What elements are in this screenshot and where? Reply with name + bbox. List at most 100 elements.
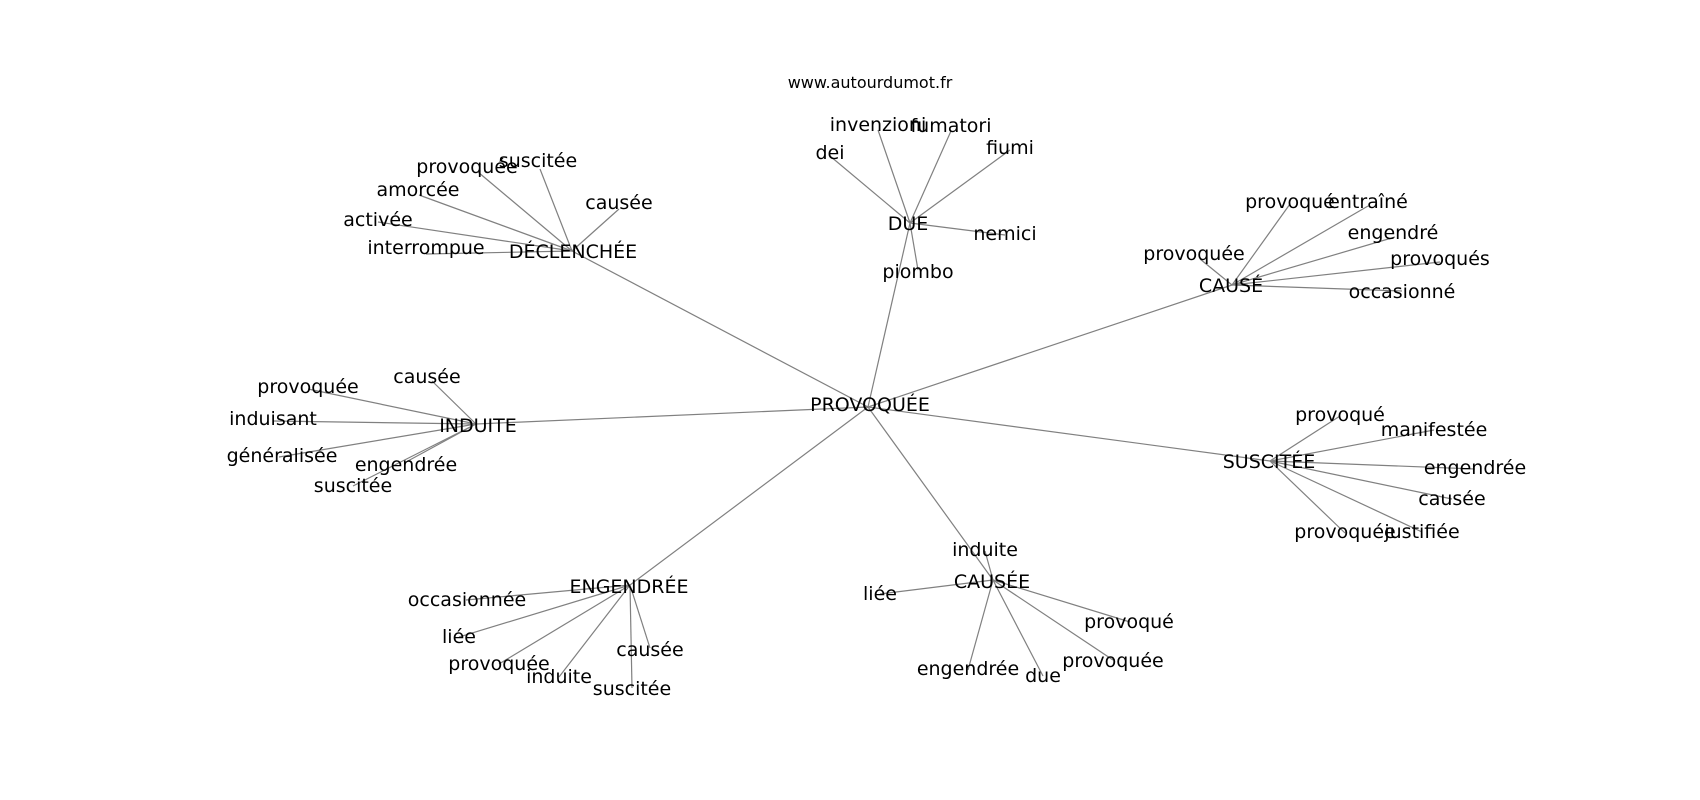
edge-causee-leaf-4 [967, 579, 994, 671]
edge-due-leaf-5 [909, 222, 919, 271]
graph-edges [272, 129, 1476, 689]
leaf-node-suscitee-5: justifiée [1383, 521, 1459, 543]
leaf-node-causee-0: induite [952, 539, 1018, 561]
leaf-node-induite-2: induisant [229, 408, 317, 430]
watermark-url: www.autourdumot.fr [788, 73, 953, 92]
edge-center-suscitee [867, 406, 1271, 462]
edge-declenchee-leaf-0 [477, 171, 573, 252]
edge-suscitee-leaf-2 [1269, 460, 1476, 470]
leaf-node-declenchee-5: interrompue [367, 237, 484, 259]
leaf-node-declenchee-1: suscitée [499, 150, 577, 172]
edge-causee-leaf-0 [984, 550, 994, 581]
leaf-node-due-1: fumatori [910, 115, 991, 137]
hub-node-causee: CAUSÉE [954, 570, 1030, 593]
edge-causee-leaf-1 [879, 579, 994, 595]
leaf-node-cause-3: provoquée [1143, 243, 1244, 265]
edge-center-induite [475, 406, 869, 425]
leaf-node-cause-2: engendré [1348, 222, 1439, 244]
hub-node-suscitee: SUSCITÉE [1223, 450, 1316, 473]
leaf-node-declenchee-3: causée [585, 192, 652, 214]
leaf-node-suscitee-0: provoqué [1295, 404, 1385, 426]
hub-node-engendree: ENGENDRÉE [569, 575, 688, 598]
edge-cause-leaf-3 [1199, 258, 1233, 286]
leaf-node-due-3: fiumi [986, 137, 1034, 159]
edge-induite-leaf-3 [278, 423, 477, 458]
edge-cause-leaf-1 [1231, 205, 1369, 286]
leaf-node-engendree-1: liée [442, 626, 476, 648]
edge-center-declenchee [571, 250, 869, 408]
edge-declenchee-leaf-3 [571, 208, 620, 252]
edge-suscitee-leaf-5 [1269, 460, 1423, 533]
leaf-node-cause-5: occasionné [1349, 281, 1456, 303]
leaf-node-suscitee-1: manifestée [1381, 419, 1488, 441]
edge-engendree-leaf-5 [629, 584, 633, 689]
edge-due-leaf-4 [909, 222, 1006, 236]
leaf-node-declenchee-2: amorcée [377, 179, 460, 201]
edge-engendree-leaf-4 [558, 584, 631, 678]
leaf-node-declenchee-0: provoquée [416, 156, 517, 178]
edge-engendree-leaf-0 [465, 584, 631, 601]
leaf-node-induite-3: généralisée [227, 445, 338, 467]
edge-declenchee-leaf-2 [418, 194, 573, 252]
edge-declenchee-leaf-4 [377, 221, 573, 252]
edge-suscitee-leaf-4 [1269, 460, 1346, 534]
edge-center-cause [867, 284, 1233, 408]
edge-declenchee-leaf-5 [425, 250, 573, 255]
edge-induite-leaf-2 [272, 420, 477, 425]
edge-center-due [867, 222, 911, 408]
edge-induite-leaf-5 [352, 423, 477, 487]
leaf-node-causee-5: due [1025, 665, 1061, 687]
edge-cause-leaf-2 [1231, 236, 1396, 286]
edge-suscitee-leaf-3 [1269, 460, 1453, 500]
leaf-node-due-0: invenzioni [830, 114, 927, 136]
leaf-node-causee-3: provoquée [1062, 650, 1163, 672]
leaf-node-engendree-2: provoquée [448, 653, 549, 675]
leaf-node-engendree-5: suscitée [593, 678, 671, 700]
edge-due-leaf-3 [909, 149, 1011, 224]
leaf-node-suscitee-3: causée [1418, 488, 1485, 510]
leaf-node-engendree-3: causée [616, 639, 683, 661]
edge-due-leaf-2 [829, 155, 911, 224]
leaf-node-induite-1: provoquée [257, 376, 358, 398]
leaf-node-suscitee-4: provoquée [1294, 521, 1395, 543]
leaf-node-causee-2: provoqué [1084, 611, 1174, 633]
edge-engendree-leaf-1 [458, 584, 631, 638]
leaf-node-cause-4: provoqués [1390, 248, 1490, 270]
edge-center-causee [867, 406, 994, 581]
center-node-label: PROVOQUÉE [810, 393, 930, 416]
leaf-nodes: provoquéesuscitéeamorcéecauséeactivéeint… [227, 114, 1527, 700]
edge-due-leaf-0 [877, 129, 911, 224]
leaf-node-cause-0: provoqué [1245, 191, 1335, 213]
leaf-node-due-2: dei [815, 142, 844, 164]
edge-declenchee-leaf-1 [539, 168, 573, 252]
edge-causee-leaf-5 [992, 579, 1044, 677]
leaf-node-engendree-4: induite [526, 666, 592, 688]
leaf-node-causee-1: liée [863, 583, 897, 605]
leaf-node-engendree-0: occasionnée [408, 589, 526, 611]
hub-node-due: DUE [888, 213, 929, 235]
hub-node-cause: CAUSÉ [1199, 274, 1263, 297]
edge-suscitee-leaf-0 [1269, 415, 1341, 462]
edge-cause-leaf-5 [1231, 284, 1403, 292]
leaf-node-due-4: nemici [973, 223, 1036, 245]
edge-suscitee-leaf-1 [1269, 429, 1435, 462]
leaf-node-suscitee-2: engendrée [1424, 457, 1526, 479]
leaf-node-induite-5: suscitée [314, 475, 392, 497]
edge-engendree-leaf-2 [498, 584, 631, 665]
edge-induite-leaf-1 [307, 388, 477, 425]
leaf-node-induite-4: engendrée [355, 454, 457, 476]
edge-engendree-leaf-3 [629, 584, 651, 649]
edge-causee-leaf-2 [992, 579, 1131, 623]
edge-induite-leaf-0 [431, 380, 477, 425]
edge-cause-leaf-4 [1231, 261, 1441, 286]
leaf-node-declenchee-4: activée [343, 209, 412, 231]
hub-node-induite: INDUITE [439, 415, 517, 437]
edge-cause-leaf-0 [1231, 203, 1291, 286]
edge-causee-leaf-3 [992, 579, 1114, 661]
edge-due-leaf-1 [909, 130, 952, 224]
edge-center-engendree [629, 406, 869, 586]
leaf-node-due-5: piombo [882, 261, 953, 283]
leaf-node-induite-0: causée [393, 366, 460, 388]
hub-nodes: DÉCLENCHÉEDUECAUSÉINDUITESUSCITÉEENGENDR… [439, 213, 1315, 598]
